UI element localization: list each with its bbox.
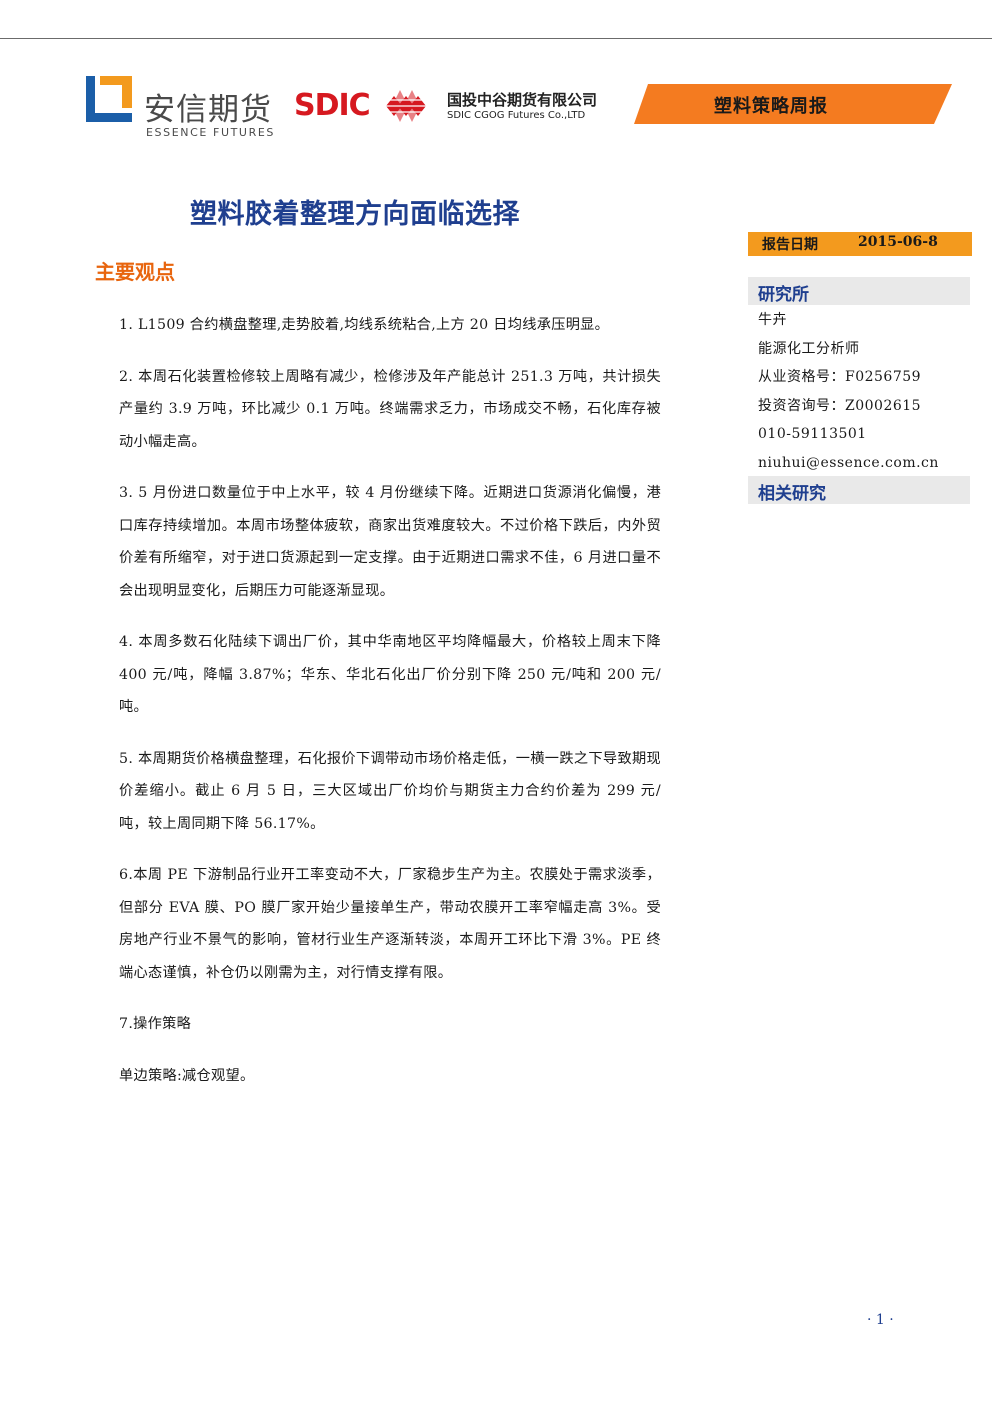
essence-name-cn: 安信期货 (144, 92, 272, 128)
analyst-qualification: 从业资格号：F0256759 (758, 369, 922, 385)
institute-heading-label: 研究所 (758, 285, 809, 305)
paragraph-8-strategy: 单边策略:减仓观望。 (119, 1067, 255, 1084)
analyst-email: niuhui@essence.com.cn (758, 454, 939, 471)
paragraph-6: 6.本周 PE 下游制品行业开工率变动不大，厂家稳步生产为主。农膜处于需求淡季，… (119, 867, 661, 981)
essence-logo-mark-icon (86, 76, 132, 122)
institute-heading: 研究所 (748, 277, 970, 305)
related-research-heading: 相关研究 (748, 476, 970, 504)
report-type-banner: 塑料策略周报 (634, 84, 952, 124)
analyst-name: 牛卉 (758, 312, 787, 328)
essence-name-en: ESSENCE FUTURES (146, 126, 275, 139)
paragraph-5: 5. 本周期货价格横盘整理，石化报价下调带动市场价格走低，一横一跌之下导致期现价… (119, 750, 661, 832)
sdic-name-en: SDIC CGOG Futures Co.,LTD (447, 110, 586, 121)
paragraph-7-strategy-heading: 7.操作策略 (119, 1016, 192, 1032)
paragraph-4: 4. 本周多数石化陆续下调出厂价，其中华南地区平均降幅最大，价格较上周末下降 4… (119, 634, 661, 715)
essence-futures-logo: 安信期货 ESSENCE FUTURES (86, 76, 276, 142)
sdic-cgog-logo: SDIC 国投中谷期货有限公司 SDIC CGOG Futures Co.,LT… (294, 88, 624, 128)
report-type-label: 塑料策略周报 (714, 96, 828, 117)
sdic-diamond-mark-icon (382, 90, 430, 122)
main-views-heading: 主要观点 (95, 260, 175, 284)
analyst-phone: 010-59113501 (758, 426, 867, 442)
related-research-label: 相关研究 (758, 484, 826, 504)
document-body: 1. L1509 合约横盘整理,走势胶着,均线系统粘合,上方 20 日均线承压明… (119, 309, 661, 1111)
paragraph-3: 3. 5 月份进口数量位于中上水平，较 4 月份继续下降。近期进口货源消化偏慢，… (119, 485, 661, 599)
sdic-wordmark: SDIC (294, 88, 371, 123)
top-rule (0, 38, 992, 39)
analyst-consulting-number: 投资咨询号：Z0002615 (758, 397, 922, 414)
page-number: · 1 · (867, 1312, 894, 1328)
paragraph-1: 1. L1509 合约横盘整理,走势胶着,均线系统粘合,上方 20 日均线承压明… (119, 317, 610, 333)
paragraph-2: 2. 本周石化装置检修较上周略有减少，检修涉及年产能总计 251.3 万吨，共计… (119, 368, 661, 450)
analyst-info: 牛卉 能源化工分析师 从业资格号：F0256759 投资咨询号：Z0002615… (758, 306, 972, 477)
document-title: 塑料胶着整理方向面临选择 (190, 199, 520, 230)
report-date-bar: 报告日期 2015-06-8 (748, 232, 972, 256)
report-date-label: 报告日期 (762, 237, 818, 253)
sdic-name-cn: 国投中谷期货有限公司 (447, 91, 598, 109)
analyst-role: 能源化工分析师 (758, 340, 860, 357)
report-date-value: 2015-06-8 (858, 234, 938, 250)
banner-shape (634, 84, 952, 124)
